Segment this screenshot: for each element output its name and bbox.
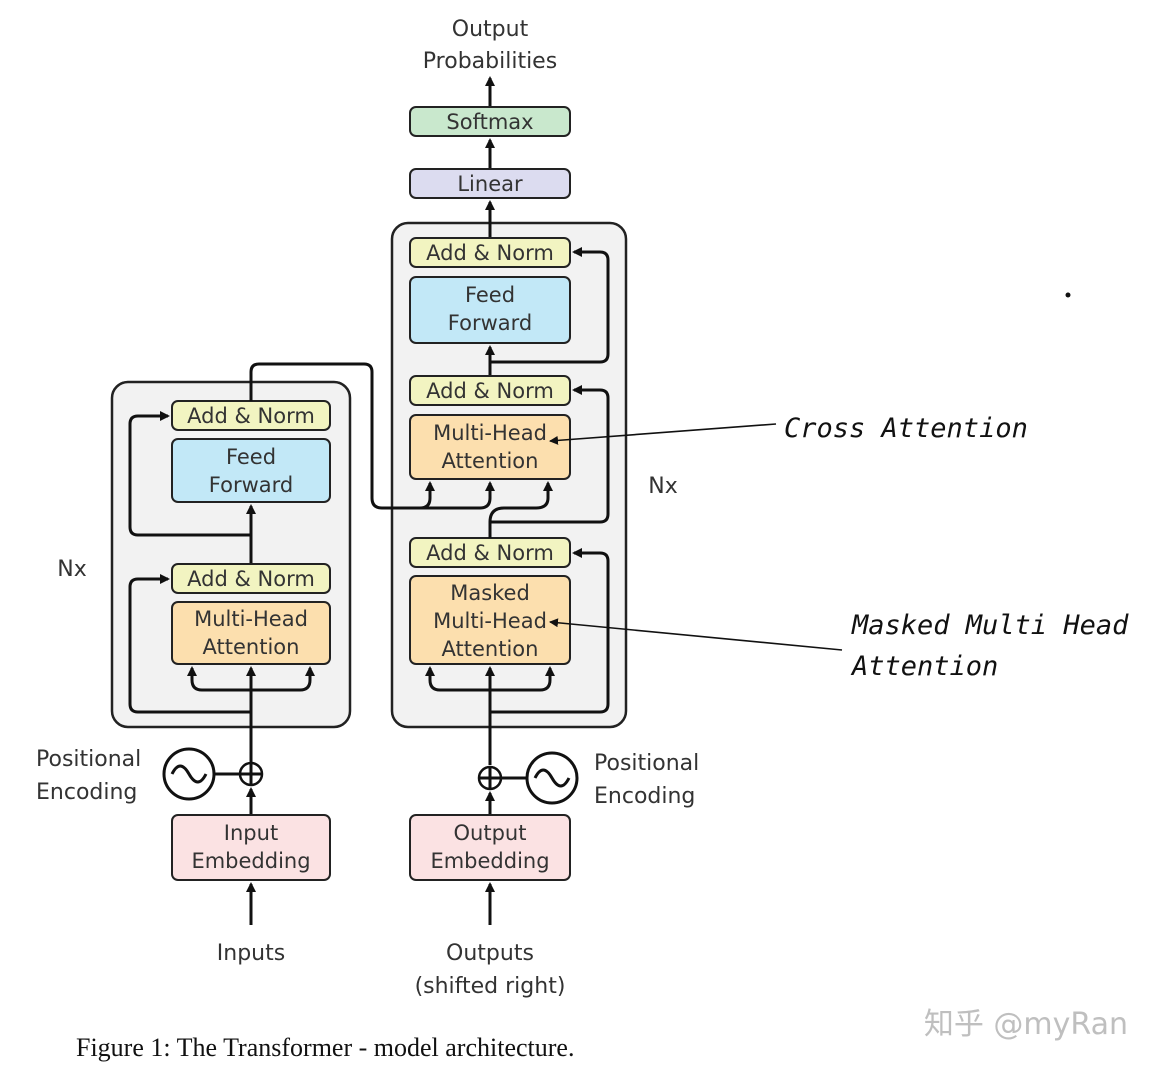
decoder-masked-attention-box bbox=[409, 575, 571, 665]
linear-box bbox=[409, 168, 571, 199]
decoder-masked-label-2: Multi-Head bbox=[433, 609, 547, 633]
linear-label: Linear bbox=[457, 172, 523, 196]
output-probabilities-label-1: Output bbox=[452, 17, 529, 42]
encoder-block bbox=[110, 380, 352, 729]
decoder-ff-label-2: Forward bbox=[448, 311, 532, 335]
output-embedding-label-1: Output bbox=[454, 821, 527, 845]
decoder-masked-label-1: Masked bbox=[450, 581, 530, 605]
decoder-cross-attention-box bbox=[409, 414, 571, 480]
output-embedding-label-2: Embedding bbox=[430, 849, 549, 873]
watermark: 知乎 @myRan bbox=[924, 1007, 1128, 1042]
decoder-add-norm-3 bbox=[409, 237, 571, 268]
encoder-ff-label-2: Forward bbox=[209, 473, 293, 497]
decoder-add-norm-1-label: Add & Norm bbox=[426, 541, 554, 565]
input-embedding-label-2: Embedding bbox=[191, 849, 310, 873]
decoder-mha-label-2: Attention bbox=[442, 449, 539, 473]
decoder-feed-forward bbox=[409, 276, 571, 344]
inputs-label: Inputs bbox=[217, 941, 285, 966]
encoder-feed-forward bbox=[171, 438, 331, 503]
outputs-label-2: (shifted right) bbox=[415, 974, 566, 999]
decoder-add-norm-2-label: Add & Norm bbox=[426, 379, 554, 403]
stray-dot bbox=[1065, 292, 1071, 298]
cross-attention-annotation: Cross Attention bbox=[784, 413, 1028, 444]
input-embedding-box bbox=[171, 814, 331, 881]
output-probabilities-label-2: Probabilities bbox=[423, 49, 557, 74]
decoder-ff-label-1: Feed bbox=[465, 283, 515, 307]
decoder-masked-label-3: Attention bbox=[442, 637, 539, 661]
softmax-box bbox=[409, 106, 571, 137]
decoder-nx-label: Nx bbox=[648, 474, 677, 499]
masked-mha-annotation-2: Attention bbox=[850, 651, 998, 682]
encoder-add-norm-1-label: Add & Norm bbox=[187, 567, 315, 591]
input-embedding-label-1: Input bbox=[224, 821, 278, 845]
outputs-label-1: Outputs bbox=[446, 941, 534, 966]
output-embedding-box bbox=[409, 814, 571, 881]
encoder-ff-label-1: Feed bbox=[226, 445, 276, 469]
decoder-pe-label-1: Positional bbox=[594, 751, 699, 776]
decoder-pe-label-2: Encoding bbox=[594, 784, 695, 809]
decoder-add-norm-3-label: Add & Norm bbox=[426, 241, 554, 265]
figure-caption: Figure 1: The Transformer - model archit… bbox=[76, 1033, 574, 1062]
encoder-mha-label-2: Attention bbox=[203, 635, 300, 659]
encoder-add-norm-2-label: Add & Norm bbox=[187, 404, 315, 428]
encoder-add-norm-1 bbox=[171, 563, 331, 594]
encoder-pe-label-2: Encoding bbox=[36, 780, 137, 805]
encoder-nx-label: Nx bbox=[57, 557, 86, 582]
encoder-pe-label-1: Positional bbox=[36, 747, 141, 772]
decoder-add-norm-2 bbox=[409, 375, 571, 406]
softmax-label: Softmax bbox=[446, 110, 533, 134]
decoder-mha-label-1: Multi-Head bbox=[433, 421, 547, 445]
masked-mha-annotation-1: Masked Multi Head bbox=[851, 610, 1129, 641]
encoder-mha-label-1: Multi-Head bbox=[194, 607, 308, 631]
encoder-attention-box bbox=[171, 601, 331, 665]
